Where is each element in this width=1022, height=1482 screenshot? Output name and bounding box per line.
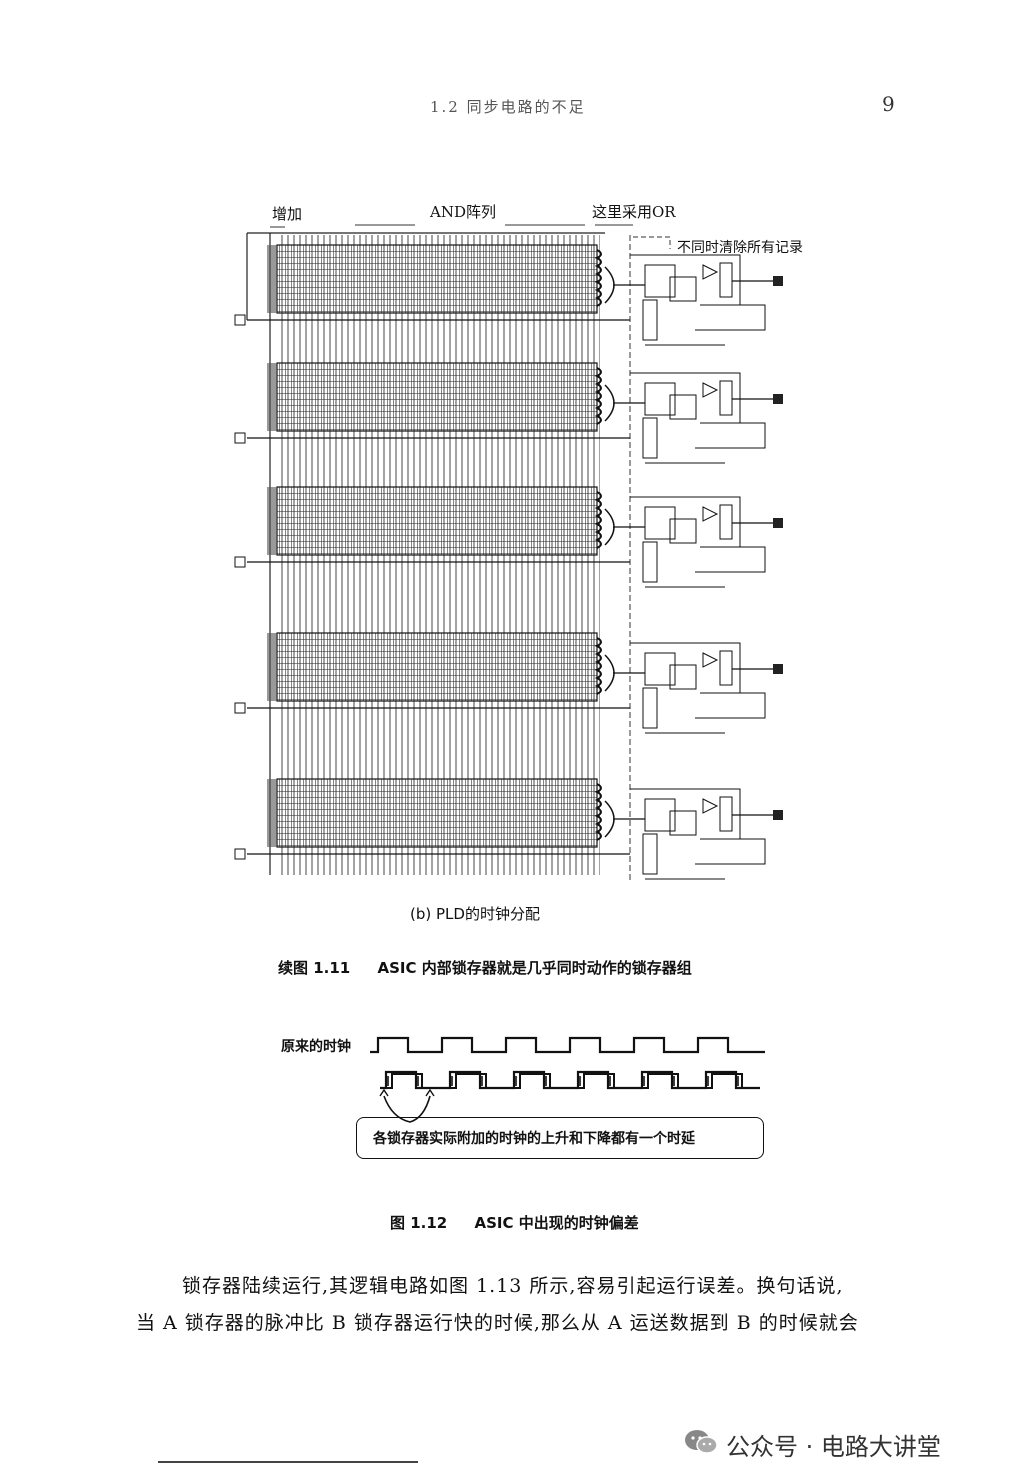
- label-and-array: AND阵列: [430, 203, 496, 221]
- callout-box: [356, 1117, 764, 1159]
- body-line-2: 当 A 锁存器的脉冲比 B 锁存器运行快的时候,那么从 A 运送数据到 B 的时…: [136, 1312, 859, 1334]
- callout-text: 各锁存器实际附加的时钟的上升和下降都有一个时延: [373, 1131, 695, 1147]
- figure-1-11-text: ASIC 内部锁存器就是几乎同时动作的锁存器组: [377, 959, 692, 977]
- figure-1-12-caption: 图 1.12 ASIC 中出现的时钟偏差: [390, 1212, 639, 1233]
- label-or: 这里采用OR: [592, 203, 676, 221]
- label-reset: 不同时清除所有记录: [677, 240, 803, 256]
- scan-line: [158, 1461, 418, 1463]
- label-original-clock: 原来的时钟: [281, 1039, 351, 1055]
- body-line-1: 锁存器陆续运行,其逻辑电路如图 1.13 所示,容易引起运行误差。换句话说,: [182, 1275, 844, 1297]
- figure-1-12-number: 图 1.12: [390, 1214, 448, 1232]
- figure-1-12-text: ASIC 中出现的时钟偏差: [474, 1214, 639, 1232]
- label-increase: 增加: [272, 205, 303, 223]
- figure-1-11-caption: 续图 1.11 ASIC 内部锁存器就是几乎同时动作的锁存器组: [278, 957, 692, 978]
- clock-skew-waveform: [370, 1036, 765, 1123]
- wechat-icon: [684, 1428, 718, 1456]
- running-header: 1.2 同步电路的不足: [430, 98, 586, 116]
- page-number: 9: [882, 92, 895, 116]
- watermark-text: 公众号 · 电路大讲堂: [726, 1433, 941, 1461]
- figure-1-11-subcaption: (b) PLD的时钟分配: [410, 905, 540, 923]
- figure-1-11-number: 续图 1.11: [278, 959, 351, 977]
- pld-clock-distribution-diagram: [234, 224, 784, 880]
